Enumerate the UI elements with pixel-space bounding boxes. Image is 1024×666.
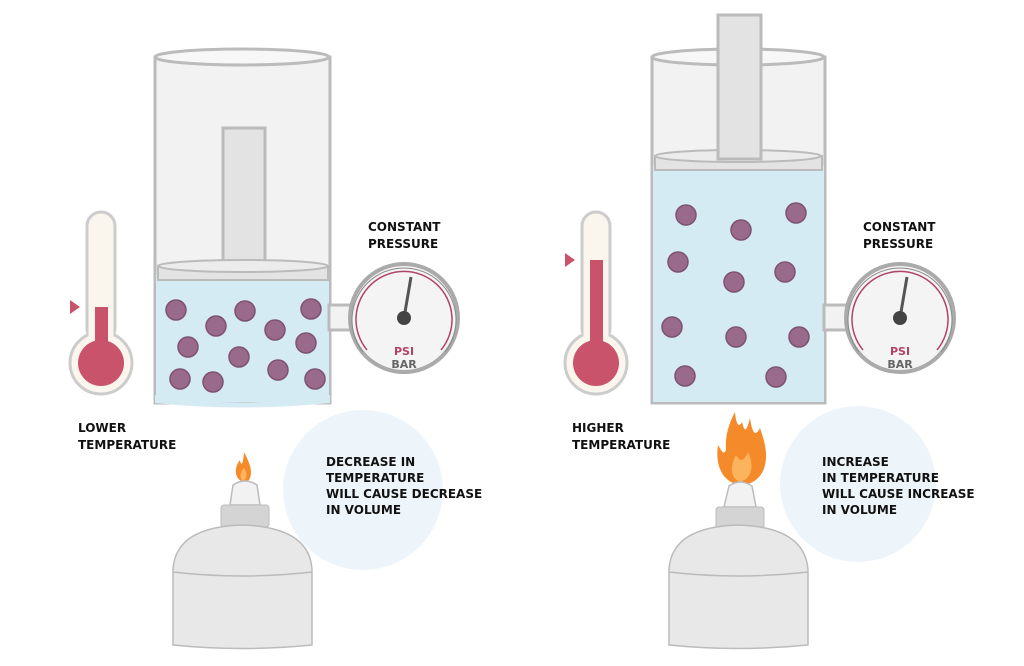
note-line4: IN VOLUME (326, 503, 401, 517)
thermometer (68, 210, 134, 396)
level-marker-icon (565, 253, 575, 267)
gas-molecule (661, 316, 683, 338)
note-line3: WILL CAUSE DECREASE (326, 487, 482, 501)
note-line1: DECREASE IN (326, 455, 415, 469)
gas-molecule (202, 371, 224, 393)
gauge-unit-psi: PSI (394, 345, 414, 358)
gas-molecule (165, 299, 187, 321)
gas-molecule (788, 326, 810, 348)
note-line1: INCREASE (822, 455, 889, 469)
gas-molecule (169, 368, 191, 390)
left-panel: PSI BAR CONSTANT PRESSURE LOWER TEMPERAT… (68, 47, 482, 650)
temperature-label-line1: LOWER (78, 421, 126, 435)
temperature-label-line1: HIGHER (572, 421, 624, 435)
gas-molecule (267, 359, 289, 381)
gas-molecule (723, 271, 745, 293)
gas-molecule (774, 261, 796, 283)
gas-molecule (205, 315, 227, 337)
gauge-unit-bar: BAR (887, 358, 913, 371)
gas-molecule (725, 326, 747, 348)
gas-molecule (234, 300, 256, 322)
temperature-label-line2: TEMPERATURE (572, 438, 670, 452)
gauge-unit-psi: PSI (890, 345, 910, 358)
note-line3: WILL CAUSE INCREASE (822, 487, 975, 501)
burner (172, 452, 313, 650)
gas-molecule (675, 204, 697, 226)
pressure-gauge: PSI BAR (327, 262, 460, 374)
note-line4: IN VOLUME (822, 503, 897, 517)
note-line2: TEMPERATURE (326, 471, 424, 485)
note-line2: IN TEMPERATURE (822, 471, 939, 485)
piston-rod (221, 126, 267, 275)
gas-molecule (300, 298, 322, 320)
level-marker-icon (70, 300, 80, 314)
gauge-title-line2: PRESSURE (863, 237, 933, 251)
gas-molecule (304, 368, 326, 390)
gas-molecule (228, 346, 250, 368)
gauge-title-line1: CONSTANT (368, 220, 441, 234)
gauge-title-line2: PRESSURE (368, 237, 438, 251)
gas-molecule (264, 319, 286, 341)
thermometer (563, 210, 629, 396)
note-bubble (780, 406, 936, 562)
cylinder (650, 13, 827, 405)
gas-molecule (674, 365, 696, 387)
flame-icon (235, 452, 252, 482)
gas-molecule (730, 219, 752, 241)
right-panel: PSI BAR CONSTANT PRESSURE HIGHER TEMPERA… (563, 13, 975, 650)
flame-icon (717, 412, 767, 485)
gas-molecule (765, 366, 787, 388)
pressure-gauge: PSI BAR (822, 262, 956, 374)
gas-molecule (177, 336, 199, 358)
gauge-unit-bar: BAR (391, 358, 417, 371)
cylinder (153, 47, 332, 408)
gas-molecule (785, 202, 807, 224)
temperature-label-line2: TEMPERATURE (78, 438, 176, 452)
note-bubble (283, 410, 443, 570)
burner (668, 412, 809, 650)
gauge-title-line1: CONSTANT (863, 220, 936, 234)
gas-molecule (295, 332, 317, 354)
thermometer-mercury (590, 260, 603, 357)
piston-rod (716, 13, 763, 161)
gas-molecule (667, 251, 689, 273)
